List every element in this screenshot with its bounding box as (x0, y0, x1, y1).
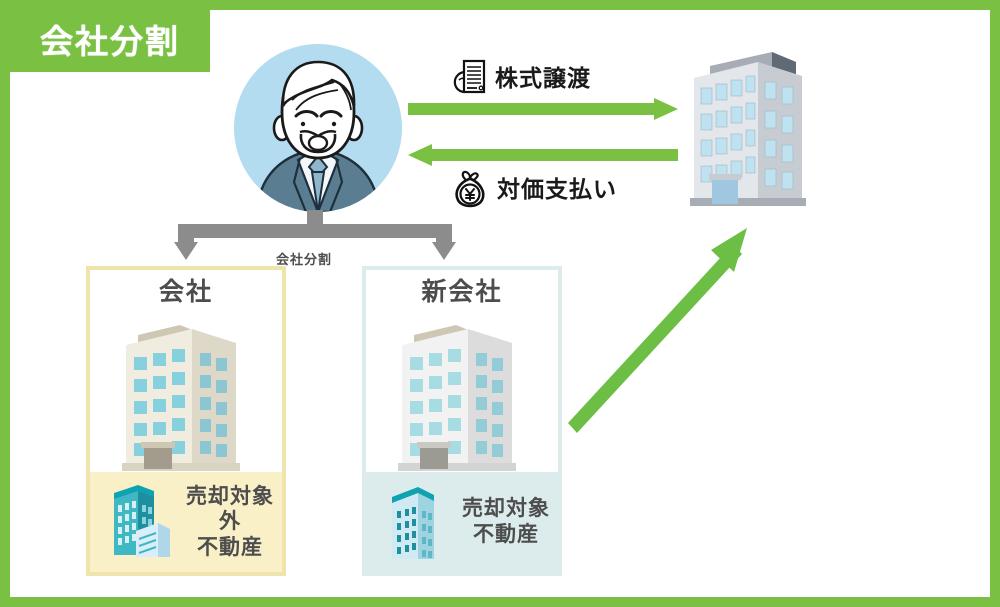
beige-office-building-icon (122, 324, 240, 471)
stock-certificate-in-hand-icon (453, 59, 486, 94)
teal-tower-building-icon (392, 487, 434, 559)
diagram-canvas: 会社分割 (10, 10, 990, 597)
consideration-payment-arrow (408, 144, 678, 166)
new-company-footer-line1: 売却対象 (462, 496, 550, 521)
title-banner: 会社分割 (10, 10, 210, 72)
money-bag-yen-icon (455, 170, 485, 208)
elderly-businessman-avatar-icon (234, 44, 402, 212)
gray-office-building-icon (398, 324, 516, 471)
office-building-icon (690, 52, 806, 206)
stock-transfer-arrow (408, 98, 678, 120)
old-company-illustration (90, 308, 282, 486)
transfer-to-buyer-arrow (568, 228, 747, 433)
new-company-illustration (366, 308, 558, 486)
old-company-title: 会社 (158, 277, 213, 306)
buyer-company-building (680, 32, 820, 220)
old-company-footer-text: 売却対象外 不動産 (178, 484, 282, 561)
page-title: 会社分割 (40, 21, 180, 61)
new-company-footer-line2: 不動産 (473, 522, 539, 546)
old-company-footer: 売却対象外 不動産 (90, 472, 282, 572)
stock-transfer-flow: 株式譲渡 (408, 58, 678, 120)
old-company-footer-line2: 不動産 (197, 534, 263, 559)
consideration-payment-label-group: 対価支払い (452, 170, 617, 210)
new-company-footer-text: 売却対象 不動産 (454, 496, 558, 547)
new-company-box: 新会社 (362, 266, 562, 576)
teal-highrise-buildings-icon (114, 485, 170, 557)
consideration-payment-label: 対価支払い (497, 176, 617, 203)
company-split-arrow (174, 210, 456, 260)
stock-transfer-label: 株式譲渡 (495, 65, 591, 92)
stock-transfer-label-group: 株式譲渡 (452, 58, 591, 100)
new-company-footer: 売却対象 不動産 (366, 472, 558, 572)
old-company-box: 会社 (86, 266, 286, 576)
new-company-title: 新会社 (421, 277, 503, 306)
consideration-payment-flow: 対価支払い (408, 144, 678, 210)
old-company-footer-line1: 売却対象外 (186, 483, 274, 534)
company-split-label: 会社分割 (276, 253, 333, 268)
owner-avatar (234, 44, 402, 212)
